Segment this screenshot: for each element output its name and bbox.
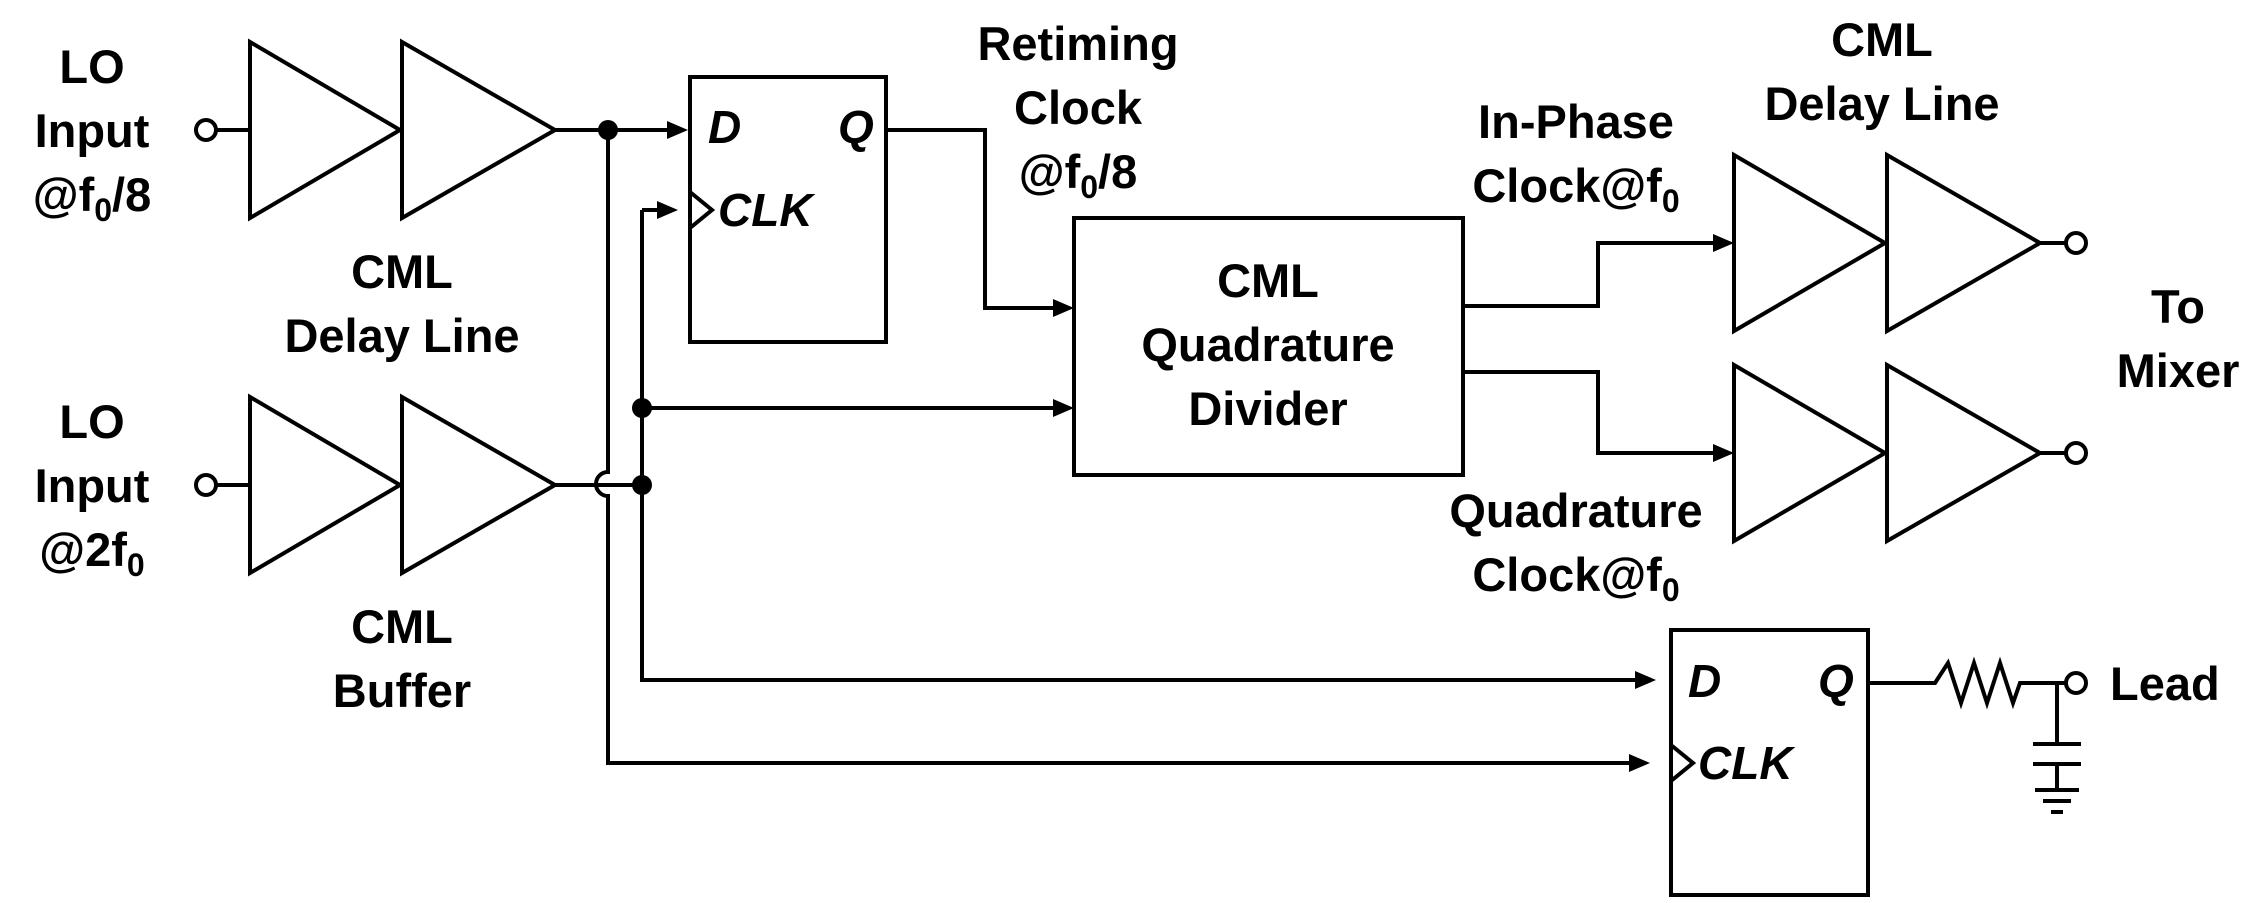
arrow-top-ff-clk [657,201,678,219]
terminals [194,118,2088,695]
wire-inphase [1463,241,1720,308]
terminal-mixer-i [2064,231,2088,255]
buffer-q-2 [1885,361,2045,545]
wire-retiming-clock [886,128,1060,310]
lead-label: Lead [2110,657,2220,710]
lo-input-bot-l1: LO [59,395,124,448]
junction-fo8 [598,120,618,140]
retiming-l3: @f0/8 [1019,145,1137,205]
lo-input-top-l1: LO [59,40,124,93]
delay-left-l2: Delay Line [284,309,519,362]
quadrature-divider-box [1072,216,1465,477]
flipflop-top-d: D [708,101,741,153]
to-mixer-l1: To [2151,280,2205,333]
wire-2f0-bus [640,210,1642,682]
retiming-l2: Clock [1014,81,1143,134]
arrow-divider-in1 [1053,299,1074,317]
flipflop-bottom-clk: CLK [1698,737,1795,789]
quadrature-l2: Clock@f0 [1472,548,1679,608]
arrowheads [657,121,1734,772]
buffer-label-l2: Buffer [333,664,471,717]
flipflop-bottom-clk-triangle [1669,743,1697,783]
buffers [248,38,2045,577]
wires [216,128,2081,814]
lo-input-bot-l3: @2f0 [39,523,144,583]
divider-label-l1: CML [1217,254,1319,307]
buffer-top-2 [400,38,560,222]
divider-label-l3: Divider [1188,382,1347,435]
quadrature-l1: Quadrature [1449,484,1702,537]
wire-quadrature [1463,370,1720,455]
buffer-bot-2 [400,393,560,577]
terminal-mixer-q [2064,441,2088,465]
flipflop-bottom-d: D [1688,655,1721,707]
delay-right-l2: Delay Line [1764,77,1999,130]
buffer-bot-1 [248,393,404,577]
lo-input-bot-l2: Input [35,459,150,512]
junction-2f0 [632,475,652,495]
arrow-inphase [1713,234,1734,252]
junctions [598,120,652,495]
flipflop-top: D Q CLK [688,75,888,344]
labels: LO Input @f0/8 LO Input @2f0 CML Delay L… [33,13,2240,717]
terminal-lo-top [194,118,218,142]
flipflop-top-q: Q [838,101,874,153]
lo-input-top-l3: @f0/8 [33,168,151,228]
arrow-bottom-ff-d [1635,671,1656,689]
arrow-top-ff-d [667,121,688,139]
buffer-label-l1: CML [351,600,453,653]
divider-label-l2: Quadrature [1141,318,1394,371]
inphase-l2: Clock@f0 [1472,159,1679,219]
flipflop-bottom: D Q CLK [1669,628,1870,897]
buffer-q-1 [1732,361,1889,545]
arrow-divider-in2 [1053,399,1074,417]
delay-left-l1: CML [351,245,453,298]
flipflop-top-clk: CLK [718,184,815,236]
quadrature-divider: CML Quadrature Divider [1072,216,1465,477]
retiming-l1: Retiming [977,17,1178,70]
flipflop-bottom-q: Q [1818,655,1854,707]
delay-right-l1: CML [1831,13,1933,66]
junction-2f0-divider [632,398,652,418]
resistor [1868,656,2066,710]
arrow-bottom-ff-clk [1629,754,1650,772]
flipflop-top-box [688,75,888,344]
flipflop-top-clk-triangle [688,190,716,230]
flipflop-bottom-box [1669,628,1870,897]
to-mixer-l2: Mixer [2117,344,2240,397]
buffer-i-1 [1732,151,1889,335]
lo-input-top-l2: Input [35,104,150,157]
terminal-lo-bot [194,473,218,497]
buffer-i-2 [1885,151,2045,335]
buffer-top-1 [248,38,404,222]
inphase-l1: In-Phase [1478,95,1674,148]
terminal-lead [2064,671,2088,695]
arrow-quadrature [1713,444,1734,462]
